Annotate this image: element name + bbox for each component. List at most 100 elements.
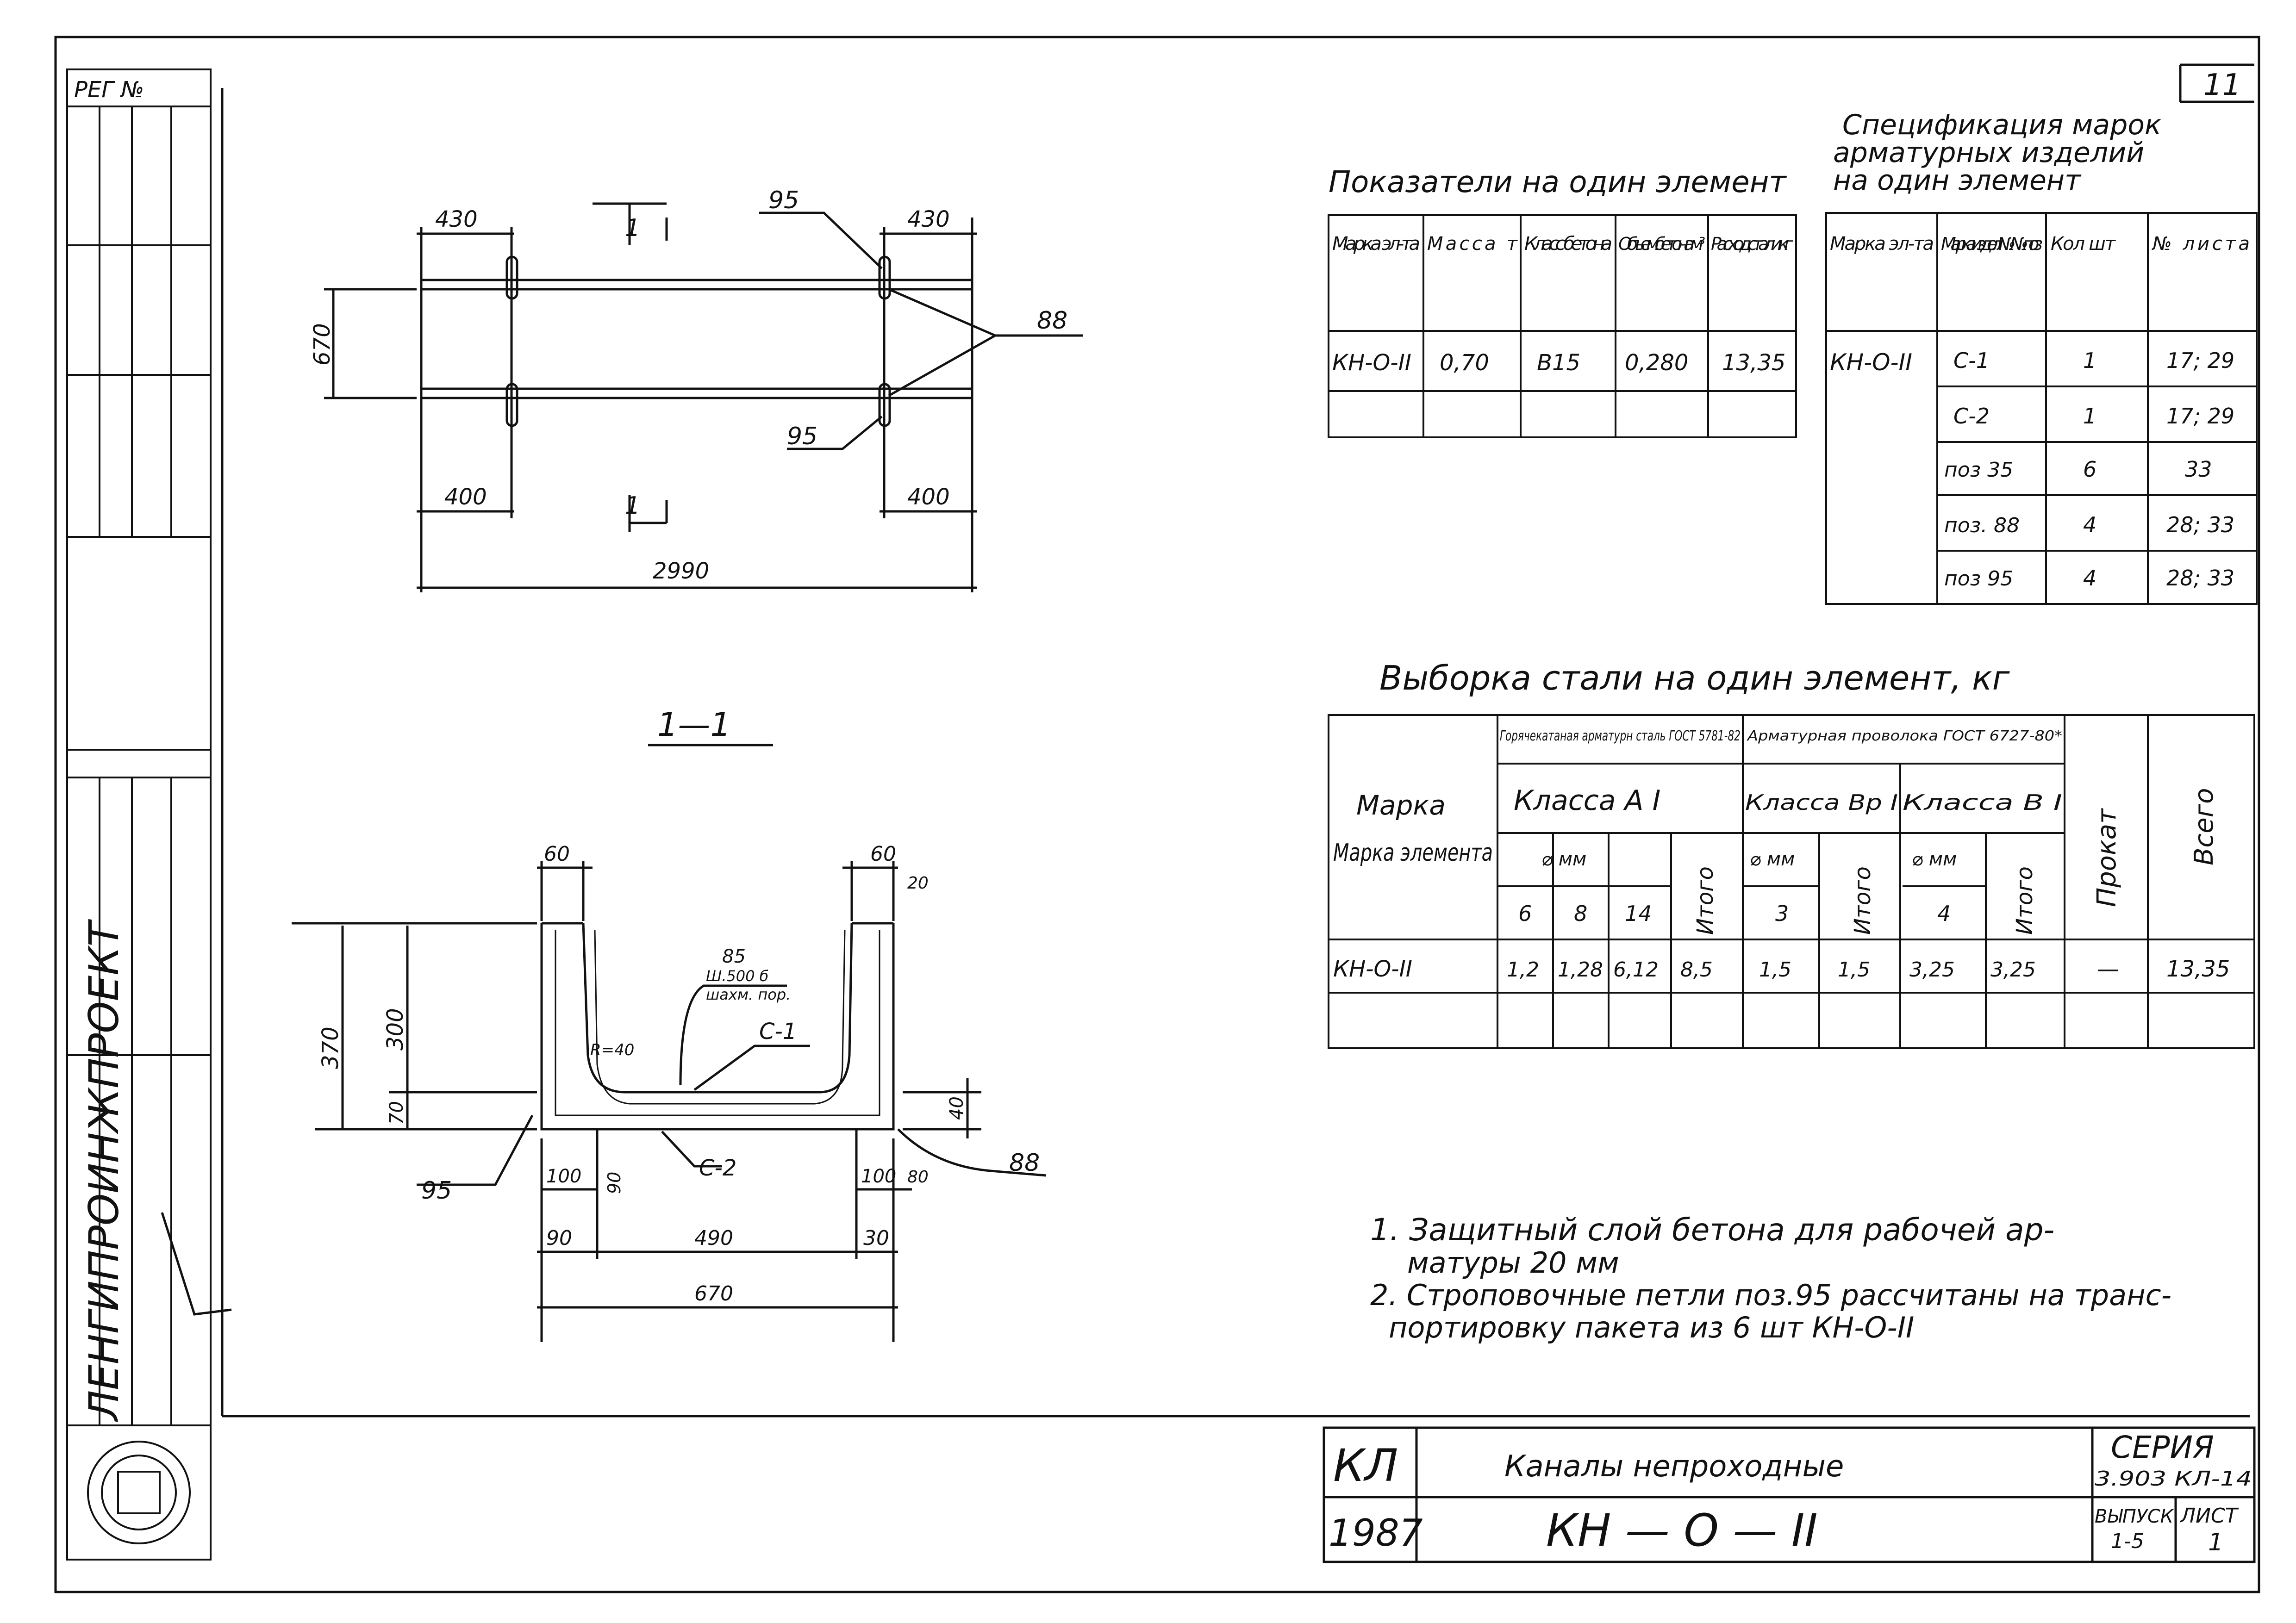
spec-row-qty: 1 xyxy=(2083,348,2096,373)
steel-h-dia-a-14: 14 xyxy=(1625,901,1652,926)
plan-dim-top-right: 430 xyxy=(907,206,950,232)
steel-h-mark: Марка элемента xyxy=(1333,839,1493,867)
section-dim-370: 370 xyxy=(318,1026,343,1069)
indicators-h-mass: Масса т xyxy=(1427,233,1518,255)
title-issue: 1-5 xyxy=(2111,1530,2144,1553)
steel-h-dia-a-8: 8 xyxy=(1574,901,1587,926)
steel-cell-a14: 6,12 xyxy=(1613,958,1659,982)
steel-h-total: Всего xyxy=(2189,788,2219,865)
note-line: портировку пакета из 6 шт КН-О-II xyxy=(1389,1311,1914,1344)
indicators-h-mark: Марка эл-та xyxy=(1332,233,1420,255)
steel-cell-a-total: 8,5 xyxy=(1680,958,1713,982)
section-label-c1: С-1 xyxy=(759,1019,797,1045)
title-code: КЛ xyxy=(1333,1440,1398,1492)
indicators-cell-steel: 13,35 xyxy=(1722,350,1785,376)
spec-row-item: С-2 xyxy=(1953,404,1990,429)
indicators-cell-volume: 0,280 xyxy=(1625,350,1688,376)
steel-cell-a8: 1,28 xyxy=(1558,958,1603,982)
steel-cell-total: 13,35 xyxy=(2166,956,2230,982)
indicators-headers: Марка эл-та Масса т Класс бетона Объем б… xyxy=(1332,233,1794,255)
spec-h-item: Марка издел №№поз xyxy=(1941,234,2043,254)
section-label-c2: С-2 xyxy=(699,1155,736,1181)
spec-headers: Марка эл-та Марка издел №№поз Кол шт № л… xyxy=(1830,233,2250,376)
indicators-table xyxy=(1328,214,1797,438)
spec-element-mark: КН-О-II xyxy=(1830,349,1912,376)
plan-dim-bottom-left: 400 xyxy=(444,484,487,510)
title-block-text: КЛ 1987 Каналы непроходные КН — О — II С… xyxy=(1329,1430,2252,1556)
title-series-label: СЕРИЯ xyxy=(2111,1430,2214,1465)
indicators-h-volume: Объем бетона м³ xyxy=(1618,234,1705,254)
spec-table xyxy=(1825,212,2258,605)
spec-row-item: поз 35 xyxy=(1944,458,2013,482)
steel-title: Выборка стали на один элемент, кг xyxy=(1379,659,2010,697)
section-dim-r20: 20 xyxy=(907,874,929,893)
section-dim-radius: R=40 xyxy=(590,1041,634,1059)
title-sheet-label: ЛИСТ xyxy=(2179,1504,2239,1528)
steel-h-dia-bp-3: 3 xyxy=(1775,901,1789,926)
spec-h-element: Марка эл-та xyxy=(1830,233,1934,255)
spec-row-item: С-1 xyxy=(1953,348,1990,373)
spec-title-1: Спецификация марок xyxy=(1842,109,2161,141)
title-block xyxy=(1323,1426,2256,1563)
steel-h-total-bp: Итого xyxy=(1850,866,1876,935)
steel-cell-bp3: 1,5 xyxy=(1759,958,1791,982)
steel-cell-a6: 1,2 xyxy=(1507,958,1539,982)
steel-h-class-bp: Класса Вр I xyxy=(1745,790,1898,815)
spec-h-qty: Кол шт xyxy=(2051,233,2116,255)
title-mark: КН — О — II xyxy=(1546,1505,1818,1556)
steel-h-dia-b-4: 4 xyxy=(1937,901,1951,926)
indicators-row: КН-О-II 0,70 В15 0,280 13,35 xyxy=(1332,350,1785,376)
indicators-h-class: Класс бетона xyxy=(1524,233,1612,255)
plan-label-95-bottom: 95 xyxy=(787,423,817,450)
spec-title-3: на один элемент xyxy=(1833,164,2082,197)
left-strip-ref: РЕГ № xyxy=(74,77,144,103)
section-dim-90: 90 xyxy=(546,1226,572,1250)
note-line: матуры 20 мм xyxy=(1407,1246,1619,1280)
section-dimension-labels: 60 60 20 370 300 70 40 R=40 100 90 100 8… xyxy=(318,842,1040,1306)
plan-view-dimension-labels: 430 430 670 400 400 2990 95 95 88 1 1 xyxy=(309,187,1067,584)
section-label-85: 85 xyxy=(722,946,746,967)
section-dim-670: 670 xyxy=(694,1282,733,1306)
steel-cell-mark: КН-О-II xyxy=(1333,956,1412,982)
section-dim-80: 80 xyxy=(907,1168,929,1187)
title-issue-label: ВЫПУСК xyxy=(2095,1506,2174,1527)
spec-row-sheet: 28; 33 xyxy=(2166,566,2234,591)
steel-table xyxy=(1328,714,2255,1049)
title-series: 3.903 КЛ-14 xyxy=(2095,1467,2252,1491)
spec-rows: С-1 1 17; 29 С-2 1 17; 29 поз 35 6 33 по… xyxy=(1944,348,2234,591)
left-stamp-strip xyxy=(66,68,212,1561)
steel-h-dia-a-6: 6 xyxy=(1518,901,1532,926)
steel-h-hot: Горячекатаная арматурн сталь ГОСТ 5781-8… xyxy=(1500,728,1741,744)
steel-h-prokat: Прокат xyxy=(2092,808,2122,907)
note-line: 2. Строповочные петли поз.95 рассчитаны … xyxy=(1370,1278,2171,1312)
section-title: 1—1 xyxy=(657,706,731,744)
section-dim-90-inner: 90 xyxy=(604,1172,624,1194)
note-line: 1. Защитный слой бетона для рабочей ар- xyxy=(1370,1212,2054,1248)
steel-row: КН-О-II 1,2 1,28 6,12 8,5 1,5 1,5 3,25 3… xyxy=(1333,956,2230,982)
steel-h-dia-a: ⌀ мм xyxy=(1541,849,1586,870)
section-dim-top-right: 60 xyxy=(870,842,896,866)
steel-cell-prokat: — xyxy=(2097,956,2119,982)
steel-h-class-a: Класса А I xyxy=(1514,784,1660,817)
steel-headers: Марка Марка элемента Горячекатаная армат… xyxy=(1333,728,2219,935)
indicators-cell-mark: КН-О-II xyxy=(1332,350,1411,376)
spec-row-qty: 4 xyxy=(2083,566,2096,591)
plan-dim-top-left: 430 xyxy=(435,206,478,232)
notes: 1. Защитный слой бетона для рабочей ар- … xyxy=(1370,1212,2171,1344)
spec-row-qty: 4 xyxy=(2083,512,2096,537)
section-view xyxy=(161,744,1047,1342)
left-strip-org: ЛЕНГИПРОИНЖПРОЕКТ xyxy=(80,919,128,1422)
section-dim-70: 70 xyxy=(386,1101,407,1125)
spec-title-2: арматурных изделий xyxy=(1833,137,2144,169)
plan-label-95-top: 95 xyxy=(768,187,799,214)
plan-cut-mark-top: 1 xyxy=(625,214,640,242)
spec-row-sheet: 17; 29 xyxy=(2166,348,2234,373)
section-label-95: 95 xyxy=(421,1177,452,1205)
section-dim-30: 30 xyxy=(863,1226,889,1250)
spec-h-sheet: № листа xyxy=(2152,233,2250,255)
steel-h-total-a: Итого xyxy=(1692,866,1718,935)
plan-cut-mark-bottom: 1 xyxy=(625,492,640,520)
section-dim-100-right: 100 xyxy=(861,1166,896,1187)
steel-h-dia-b: ⌀ мм xyxy=(1912,849,1957,870)
